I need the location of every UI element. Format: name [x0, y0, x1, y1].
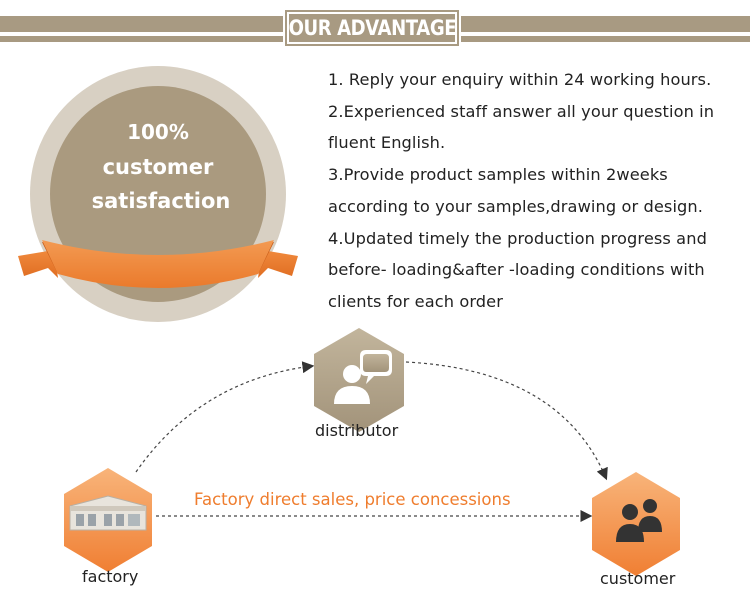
badge-inner-circle — [50, 86, 266, 302]
advantage-line: 1. Reply your enquiry within 24 working … — [328, 70, 712, 89]
badge-line-3: satisfaction — [92, 189, 231, 213]
person-speech-bubble-icon — [334, 350, 392, 404]
distributor-node — [314, 328, 404, 432]
satisfaction-badge: 100% customer satisfaction — [18, 66, 298, 322]
factory-building-icon — [69, 495, 147, 531]
advantage-line: according to your samples,drawing or des… — [328, 196, 704, 216]
advantage-line: 4.Updated timely the production progress… — [328, 228, 707, 248]
direct-sales-caption: Factory direct sales, price concessions — [194, 490, 511, 509]
advantage-line: fluent English. — [328, 133, 446, 153]
advantage-line: 3.Provide product samples within 2weeks — [328, 165, 668, 185]
factory-label: factory — [82, 567, 139, 586]
arrow-distributor-to-customer — [405, 361, 608, 481]
advantage-line: clients for each order — [328, 291, 503, 311]
sales-flow-diagram — [64, 328, 680, 576]
factory-node — [64, 468, 152, 572]
header-title-inner: OUR ADVANTAGE — [285, 10, 459, 46]
ribbon-tail-right — [258, 250, 298, 278]
page-title: OUR ADVANTAGE — [288, 16, 456, 40]
ribbon-main — [42, 240, 274, 288]
advantage-line: 2.Experienced staff answer all your ques… — [328, 101, 715, 121]
customer-node — [592, 472, 680, 576]
header-title-box: OUR ADVANTAGE — [283, 8, 461, 48]
arrow-factory-to-distributor — [135, 361, 315, 473]
badge-line-1: 100% — [127, 120, 189, 144]
ribbon-tail-left — [18, 250, 58, 278]
distributor-hexagon — [314, 328, 404, 432]
badge-line-2: customer — [103, 155, 214, 179]
distributor-label: distributor — [315, 421, 399, 440]
customer-hexagon — [592, 472, 680, 576]
customer-label: customer — [600, 569, 676, 588]
advantages-list: 1. Reply your enquiry within 24 working … — [328, 64, 738, 318]
advantage-line: before- loading&after -loading condition… — [328, 260, 705, 280]
users-group-icon — [616, 499, 662, 542]
